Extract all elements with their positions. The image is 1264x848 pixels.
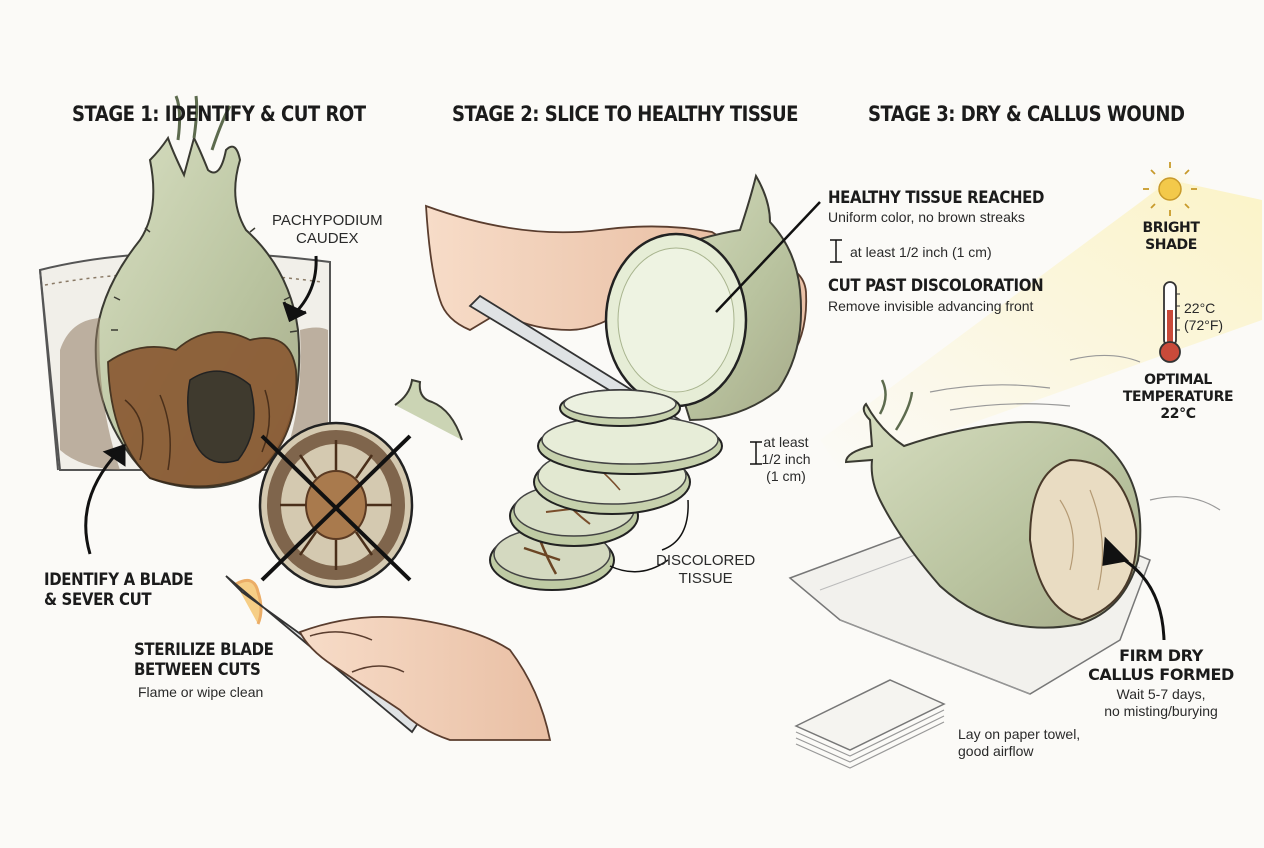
stage2-title: STAGE 2: SLICE TO HEALTHY TISSUE (452, 102, 799, 126)
healthy-tissue-title: HEALTHY TISSUE REACHED (828, 188, 1045, 208)
sterilize-subtext: Flame or wipe clean (138, 684, 264, 700)
sun-icon (1143, 162, 1197, 216)
callus-formed-subtext: Wait 5-7 days, no misting/burying (1104, 686, 1218, 719)
stage1-title: STAGE 1: IDENTIFY & CUT ROT (72, 102, 366, 126)
stage3-title: STAGE 3: DRY & CALLUS WOUND (868, 102, 1185, 126)
identify-label: IDENTIFY A BLADE & SEVER CUT (44, 570, 194, 610)
airflow-lines (929, 354, 1221, 511)
discolored-tissue-label: DISCOLORED TISSUE (656, 552, 756, 587)
cut-past-subtext: Remove invisible advancing front (828, 298, 1034, 314)
stage2-leader-lines (609, 201, 842, 573)
thermometer-icon (1159, 281, 1181, 363)
light-beam (820, 180, 1262, 470)
callus-formed-title: FIRM DRY CALLUS FORMED (1088, 646, 1234, 684)
stage1-arrows (84, 255, 318, 555)
temperature-reading: 22°C (72°F) (1184, 300, 1224, 333)
stage2-caudex (604, 173, 803, 422)
sterilize-title: STERILIZE BLADE BETWEEN CUTS (134, 640, 274, 680)
cut-past-title: CUT PAST DISCOLORATION (828, 276, 1044, 296)
stage1-caudex (94, 95, 301, 489)
paper-towel-label: Lay on paper towel, good airflow (958, 726, 1081, 759)
caudex-label: PACHYPODIUM CAUDEX (272, 212, 383, 247)
paper-towel-stack-icon (794, 679, 946, 769)
stage1-hand-scalpel (225, 575, 552, 741)
bright-shade-label: BRIGHT SHADE (1142, 220, 1200, 253)
optimal-temperature-label: OPTIMAL TEMPERATURE 22°C (1122, 372, 1234, 422)
healthy-tissue-subtext: Uniform color, no brown streaks (828, 209, 1025, 225)
stage2-slices (489, 389, 723, 591)
stage1-cross-section (258, 378, 463, 589)
measure-side-label: at least 1/2 inch (1 cm) (761, 434, 811, 484)
stage3-arrows (1102, 536, 1166, 641)
measure-top-label: at least 1/2 inch (1 cm) (850, 244, 992, 260)
stage3-caudex (844, 379, 1142, 629)
